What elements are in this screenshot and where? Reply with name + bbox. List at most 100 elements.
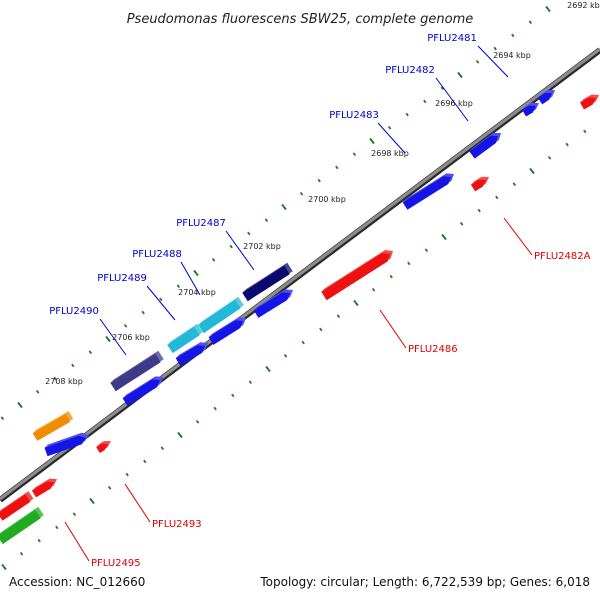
green-cds — [0, 506, 44, 545]
tick-mark — [1, 563, 7, 571]
tick-mark — [335, 165, 339, 170]
gene-leader-line — [99, 318, 127, 356]
tick-mark — [511, 33, 515, 38]
blue-cds — [122, 376, 163, 406]
tick-mark — [125, 472, 129, 477]
tick-mark — [369, 137, 375, 145]
red-cds — [580, 94, 599, 110]
feature-track — [0, 90, 599, 545]
scale-label: 2704 kbp — [178, 288, 216, 297]
feature-body — [122, 379, 160, 406]
tick-mark — [299, 191, 304, 196]
tick-mark — [248, 380, 253, 385]
tick-mark — [475, 59, 480, 64]
tick-mark — [123, 323, 128, 328]
scale-label: 2700 kbp — [308, 195, 346, 204]
tick-mark — [105, 335, 111, 343]
tick-marks — [0, 5, 587, 571]
tick-mark — [301, 340, 305, 345]
tick-mark — [229, 244, 233, 249]
slate-cds — [110, 350, 164, 392]
tick-mark — [352, 152, 357, 157]
tick-mark — [459, 221, 464, 226]
scale-label: 2698 kbp — [371, 149, 409, 158]
gene-label: PFLU2482A — [534, 251, 591, 262]
tick-mark — [0, 416, 5, 421]
tick-mark — [71, 363, 75, 368]
blue-cds — [44, 432, 89, 457]
feature-body — [521, 105, 536, 117]
tick-mark — [265, 365, 271, 373]
tick-mark — [529, 167, 535, 175]
tick-mark — [281, 203, 287, 211]
tick-mark — [193, 269, 199, 277]
tick-mark — [107, 485, 112, 490]
tick-mark — [143, 459, 147, 464]
tick-mark — [407, 261, 411, 266]
feature-body — [321, 253, 390, 301]
gene-leader-line — [124, 483, 151, 523]
tick-mark — [424, 248, 429, 253]
blue-cds — [469, 132, 501, 159]
scale-label: 2694 kbp — [493, 51, 531, 60]
red-cds — [470, 176, 489, 192]
scale-label: 2696 kbp — [435, 99, 473, 108]
tick-mark — [493, 46, 497, 51]
gene-label: PFLU2495 — [91, 558, 141, 569]
feature-body — [198, 299, 241, 334]
genome-summary-text: Topology: circular; Length: 6,722,539 bp… — [259, 575, 590, 589]
tick-mark — [89, 497, 95, 505]
gene-leader-line — [379, 309, 407, 349]
gene-label: PFLU2487 — [176, 218, 226, 229]
gene-leader-line — [146, 285, 176, 321]
feature-body — [31, 481, 54, 498]
blue-cds — [537, 90, 555, 105]
tick-mark — [141, 310, 145, 315]
tick-mark — [423, 99, 427, 104]
tick-mark — [336, 314, 341, 319]
red-cds — [31, 478, 57, 498]
tick-mark — [371, 287, 376, 292]
tick-mark — [545, 5, 551, 13]
tick-mark — [213, 406, 217, 411]
tick-mark — [88, 350, 93, 355]
map-title: Pseudomonas fluorescens SBW25, complete … — [127, 12, 474, 27]
tick-mark — [72, 512, 77, 517]
tick-mark — [264, 218, 269, 223]
red-cds — [0, 491, 34, 521]
gene-label: PFLU2481 — [427, 33, 477, 44]
tick-mark — [317, 178, 321, 183]
blue-cds — [253, 289, 293, 318]
blue-cds — [175, 342, 208, 366]
label-layer: 2692 kbp 2694 kbp 2696 kbp 2698 kbp 2700 kbp… — [45, 1, 600, 569]
tick-mark — [319, 327, 323, 332]
accession-text: Accession: NC_012660 — [9, 575, 145, 589]
gene-label: PFLU2483 — [329, 110, 379, 121]
gene-leader-line — [180, 261, 201, 296]
cyan-cds — [198, 296, 244, 334]
feature-body — [208, 320, 243, 345]
feature-body — [96, 444, 108, 454]
gene-leader-line — [477, 45, 509, 78]
feature-body — [0, 509, 41, 545]
tick-mark — [195, 419, 200, 424]
tick-mark — [55, 525, 59, 530]
gene-leader-line — [225, 230, 255, 271]
scale-label: 2708 kbp — [45, 377, 83, 386]
tick-mark — [159, 297, 163, 302]
gene-leader-line — [435, 77, 469, 122]
tick-mark — [583, 129, 587, 134]
genome-backbone — [0, 47, 600, 503]
feature-body — [0, 494, 31, 521]
tick-mark — [35, 389, 40, 394]
tick-mark — [353, 299, 359, 307]
tick-mark — [231, 393, 235, 398]
red-cds — [321, 250, 393, 301]
tick-mark — [176, 284, 181, 289]
scale-label: 2692 kbp — [567, 1, 600, 10]
tick-mark — [17, 401, 23, 409]
feature-body — [537, 93, 552, 105]
gene-label: PFLU2490 — [49, 306, 99, 317]
tick-mark — [177, 431, 183, 439]
